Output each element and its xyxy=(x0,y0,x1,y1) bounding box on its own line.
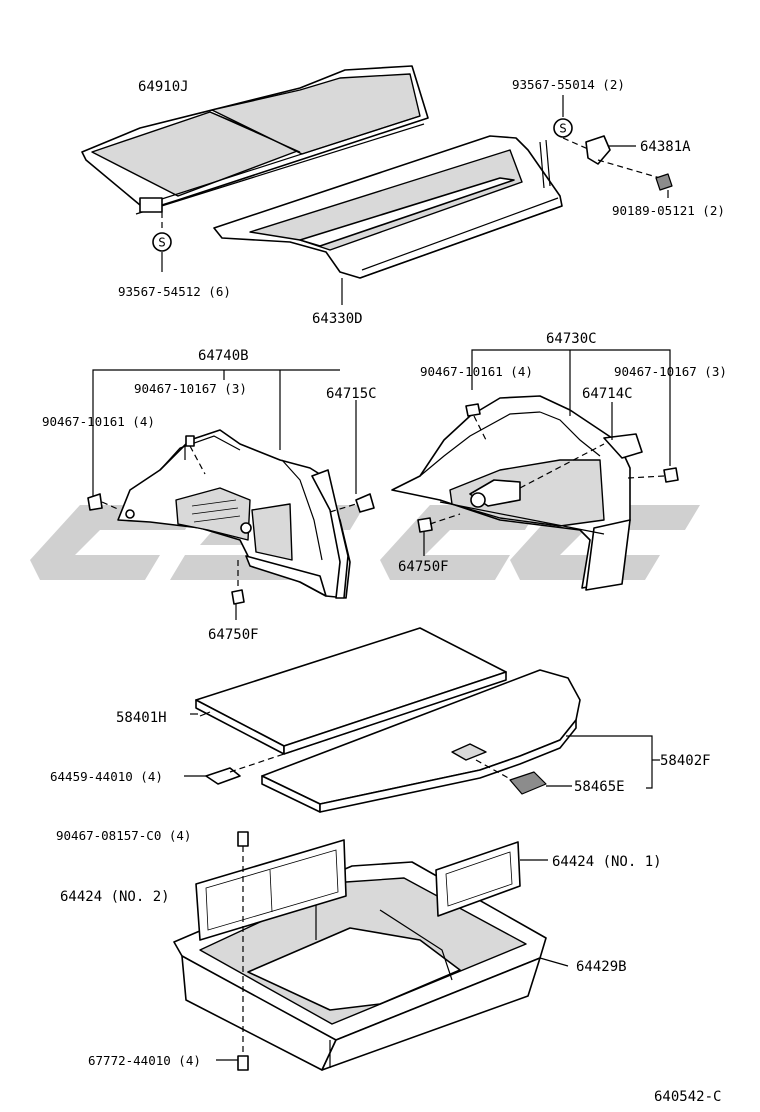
s-symbol-label: S xyxy=(158,235,166,250)
part-64424-no2-panel xyxy=(195,839,347,941)
part-58401H-deck-board xyxy=(190,627,507,755)
screw-S-symbol-lower: S xyxy=(152,212,172,272)
label-90467-10167-left: 90467-10167 (3) xyxy=(134,381,247,396)
diagram-code: 640542-C xyxy=(654,1089,721,1105)
label-64424-no1: 64424 (NO. 1) xyxy=(552,854,662,870)
label-64910J: 64910J xyxy=(138,79,189,95)
label-90467-10161-left: 90467-10161 (4) xyxy=(42,414,155,429)
part-64730C-right-trim xyxy=(391,395,643,591)
label-64381A: 64381A xyxy=(640,139,691,155)
s-symbol-label-upper: S xyxy=(559,121,567,136)
leader-58402F xyxy=(566,735,660,789)
label-90467-10161-right: 90467-10161 (4) xyxy=(420,364,533,379)
label-64429B: 64429B xyxy=(576,959,627,975)
pad-64459-44010 xyxy=(184,725,369,785)
part-number-labels: 64910J 93567-54512 (6) 93567-55014 (2) 6… xyxy=(42,77,727,1105)
clip-67772-44010 xyxy=(216,1055,249,1071)
clip-left-fasteners xyxy=(87,430,375,620)
label-64750F-left: 64750F xyxy=(208,627,259,643)
label-90467-08157: 90467-08157-C0 (4) xyxy=(56,828,191,843)
label-64714C: 64714C xyxy=(582,386,633,402)
label-64330D: 64330D xyxy=(312,311,363,327)
part-58402F-deck-cover xyxy=(261,669,581,813)
leader-lines-right-trim xyxy=(471,349,671,466)
clip-right-fasteners xyxy=(417,403,679,556)
part-64910J-tonneau-cover xyxy=(81,65,429,215)
label-93567-54512: 93567-54512 (6) xyxy=(118,284,231,299)
label-93567-55014: 93567-55014 (2) xyxy=(512,77,625,92)
label-58465E: 58465E xyxy=(574,779,625,795)
label-58402F: 58402F xyxy=(660,753,711,769)
part-64424-no1-panel xyxy=(435,841,548,917)
part-64740B-left-trim xyxy=(117,429,351,599)
bracket-64381A-assembly: S xyxy=(539,95,673,198)
label-64459-44010: 64459-44010 (4) xyxy=(50,769,163,784)
label-64424-no2: 64424 (NO. 2) xyxy=(60,889,170,905)
bolt-90467-08157 xyxy=(237,831,249,1052)
label-64715C: 64715C xyxy=(326,386,377,402)
label-64750F-right: 64750F xyxy=(398,559,449,575)
label-90189-05121: 90189-05121 (2) xyxy=(612,203,725,218)
label-67772-44010: 67772-44010 (4) xyxy=(88,1053,201,1068)
part-64330D-package-tray xyxy=(213,135,563,305)
label-58401H: 58401H xyxy=(116,710,167,726)
leader-lines-left-trim xyxy=(92,369,357,494)
label-64730C: 64730C xyxy=(546,331,597,347)
label-64740B: 64740B xyxy=(198,348,249,364)
label-90467-10167-right: 90467-10167 (3) xyxy=(614,364,727,379)
